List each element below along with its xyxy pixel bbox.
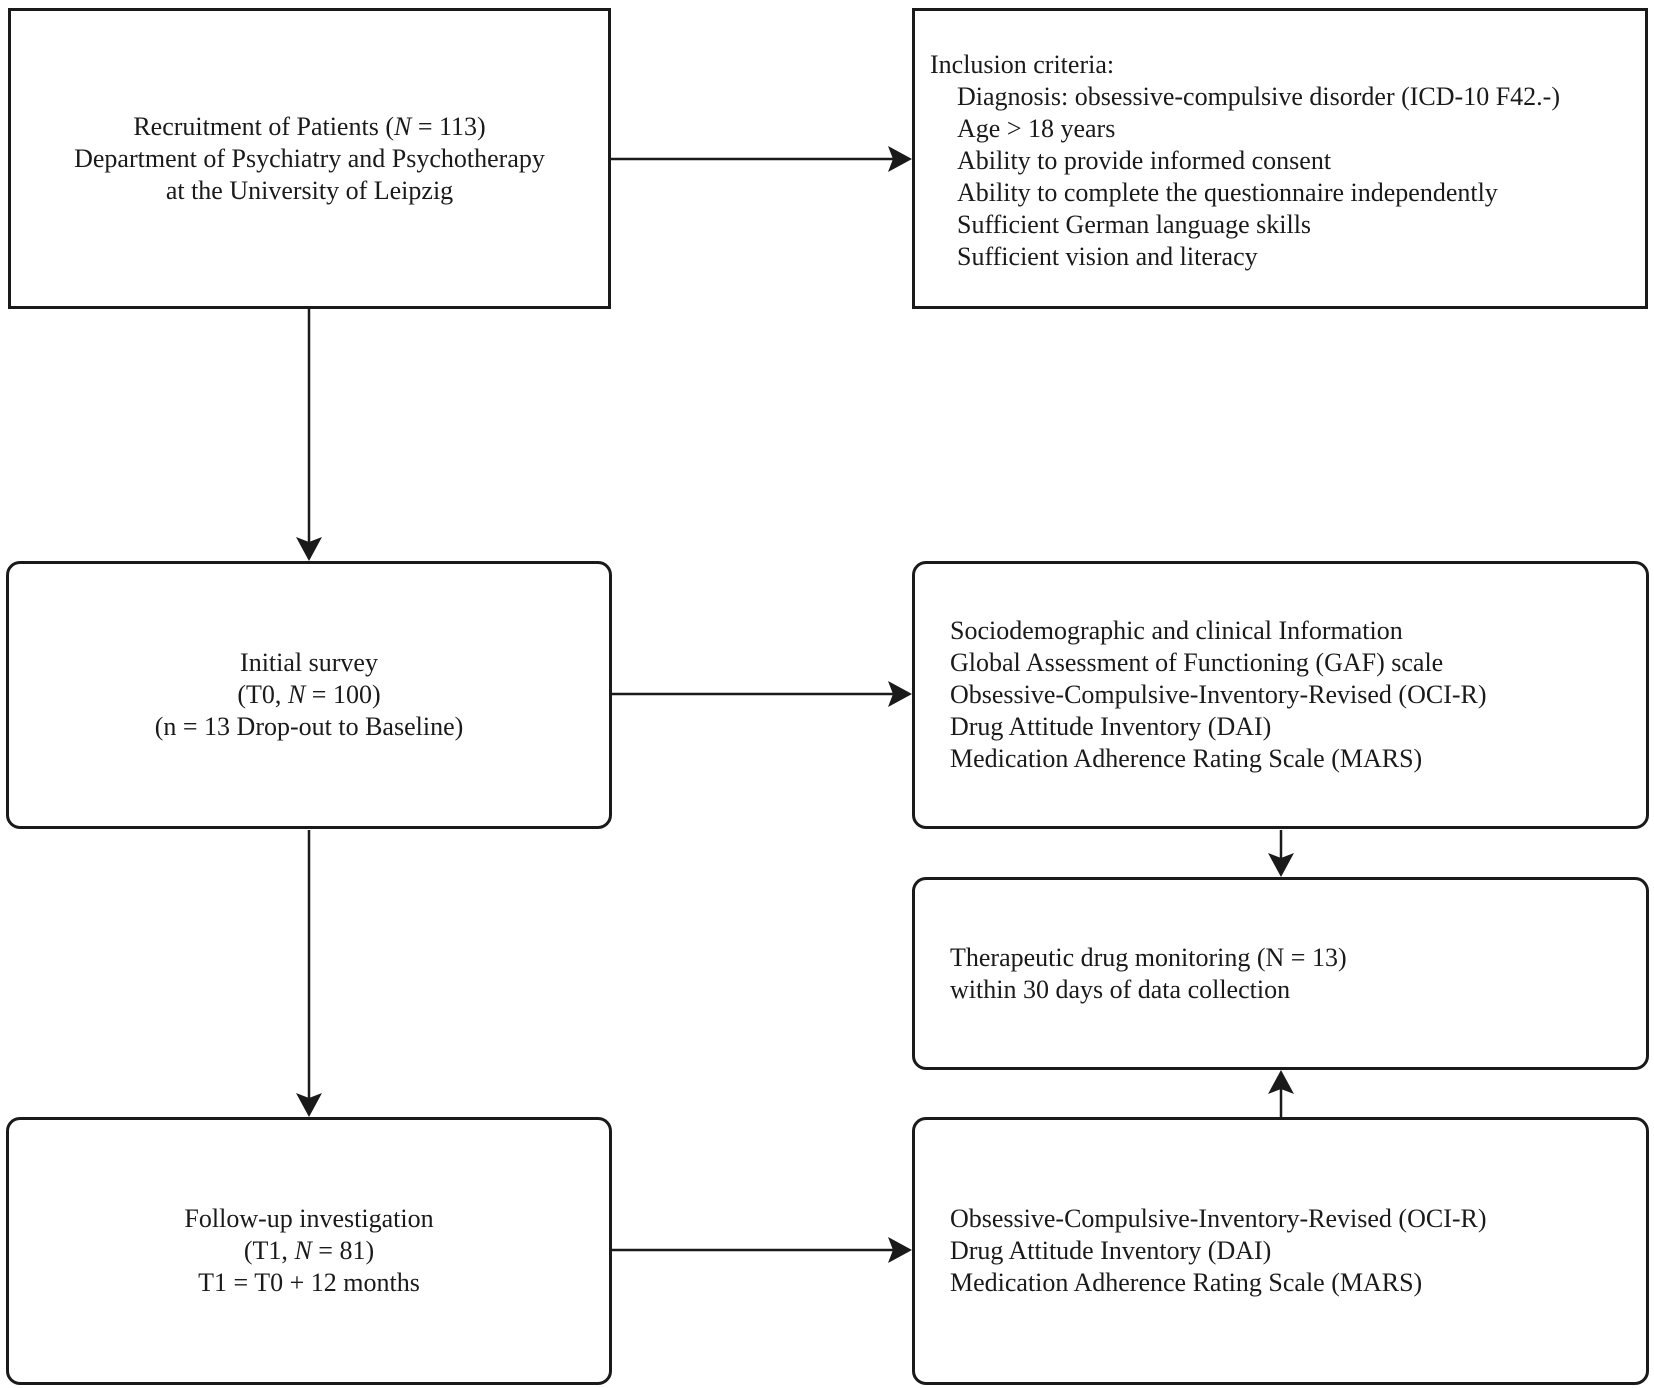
recruitment-line-3: at the University of Leipzig	[165, 175, 454, 205]
recruitment-line-1: Recruitment of Patients (N = 113)	[133, 111, 486, 141]
arrowhead-right-1	[888, 146, 912, 172]
arrowhead-right-2	[888, 681, 912, 707]
t0-measure-item: Global Assessment of Functioning (GAF) s…	[950, 648, 1444, 677]
t1-measure-item: Drug Attitude Inventory (DAI)	[950, 1236, 1272, 1265]
inclusion-item: Age > 18 years	[957, 114, 1116, 143]
arrowhead-right-3	[888, 1237, 912, 1263]
inclusion-item: Ability to provide informed consent	[957, 146, 1332, 175]
t0-measure-item: Sociodemographic and clinical Informatio…	[950, 616, 1403, 645]
inclusion-item: Diagnosis: obsessive-compulsive disorder…	[957, 82, 1560, 111]
inclusion-item: Sufficient German language skills	[957, 210, 1312, 239]
initial-survey-dropout: (n = 13 Drop-out to Baseline)	[154, 712, 464, 741]
inclusion-item: Sufficient vision and literacy	[957, 242, 1258, 271]
inclusion-item: Ability to complete the questionnaire in…	[957, 178, 1498, 207]
t1-measure-item: Medication Adherence Rating Scale (MARS)	[950, 1268, 1423, 1297]
follow-up-sample: (T1, N = 81)	[243, 1236, 375, 1265]
initial-survey-box: Initial survey (T0, N = 100) (n = 13 Dro…	[6, 561, 612, 829]
t0-measures-box: Sociodemographic and clinical Informatio…	[912, 561, 1649, 829]
inclusion-criteria-box: Inclusion criteria: Diagnosis: obsessive…	[912, 8, 1648, 309]
tdm-line: Therapeutic drug monitoring (N = 13)	[950, 942, 1347, 972]
initial-survey-sample: (T0, N = 100)	[237, 680, 381, 709]
tdm-box: Therapeutic drug monitoring (N = 13) wit…	[912, 877, 1649, 1070]
tdm-line: within 30 days of data collection	[950, 974, 1291, 1004]
recruitment-box: Recruitment of Patients (N = 113) Depart…	[8, 8, 611, 309]
follow-up-timing: T1 = T0 + 12 months	[198, 1268, 420, 1297]
follow-up-title: Follow-up investigation	[184, 1204, 434, 1233]
arrowhead-up-1	[1268, 1070, 1294, 1094]
initial-survey-title: Initial survey	[240, 648, 378, 677]
t0-measure-item: Medication Adherence Rating Scale (MARS)	[950, 744, 1423, 773]
t0-measure-item: Drug Attitude Inventory (DAI)	[950, 712, 1272, 741]
recruitment-line-2: Department of Psychiatry and Psychothera…	[74, 143, 545, 173]
t1-measure-item: Obsessive-Compulsive-Inventory-Revised (…	[950, 1204, 1487, 1233]
t0-measure-item: Obsessive-Compulsive-Inventory-Revised (…	[950, 680, 1487, 709]
arrowhead-down-3	[1268, 853, 1294, 877]
t1-measures-box: Obsessive-Compulsive-Inventory-Revised (…	[912, 1117, 1649, 1385]
arrowhead-down-1	[296, 537, 322, 561]
follow-up-box: Follow-up investigation (T1, N = 81) T1 …	[6, 1117, 612, 1385]
arrowhead-down-2	[296, 1093, 322, 1117]
inclusion-title: Inclusion criteria:	[930, 50, 1115, 79]
